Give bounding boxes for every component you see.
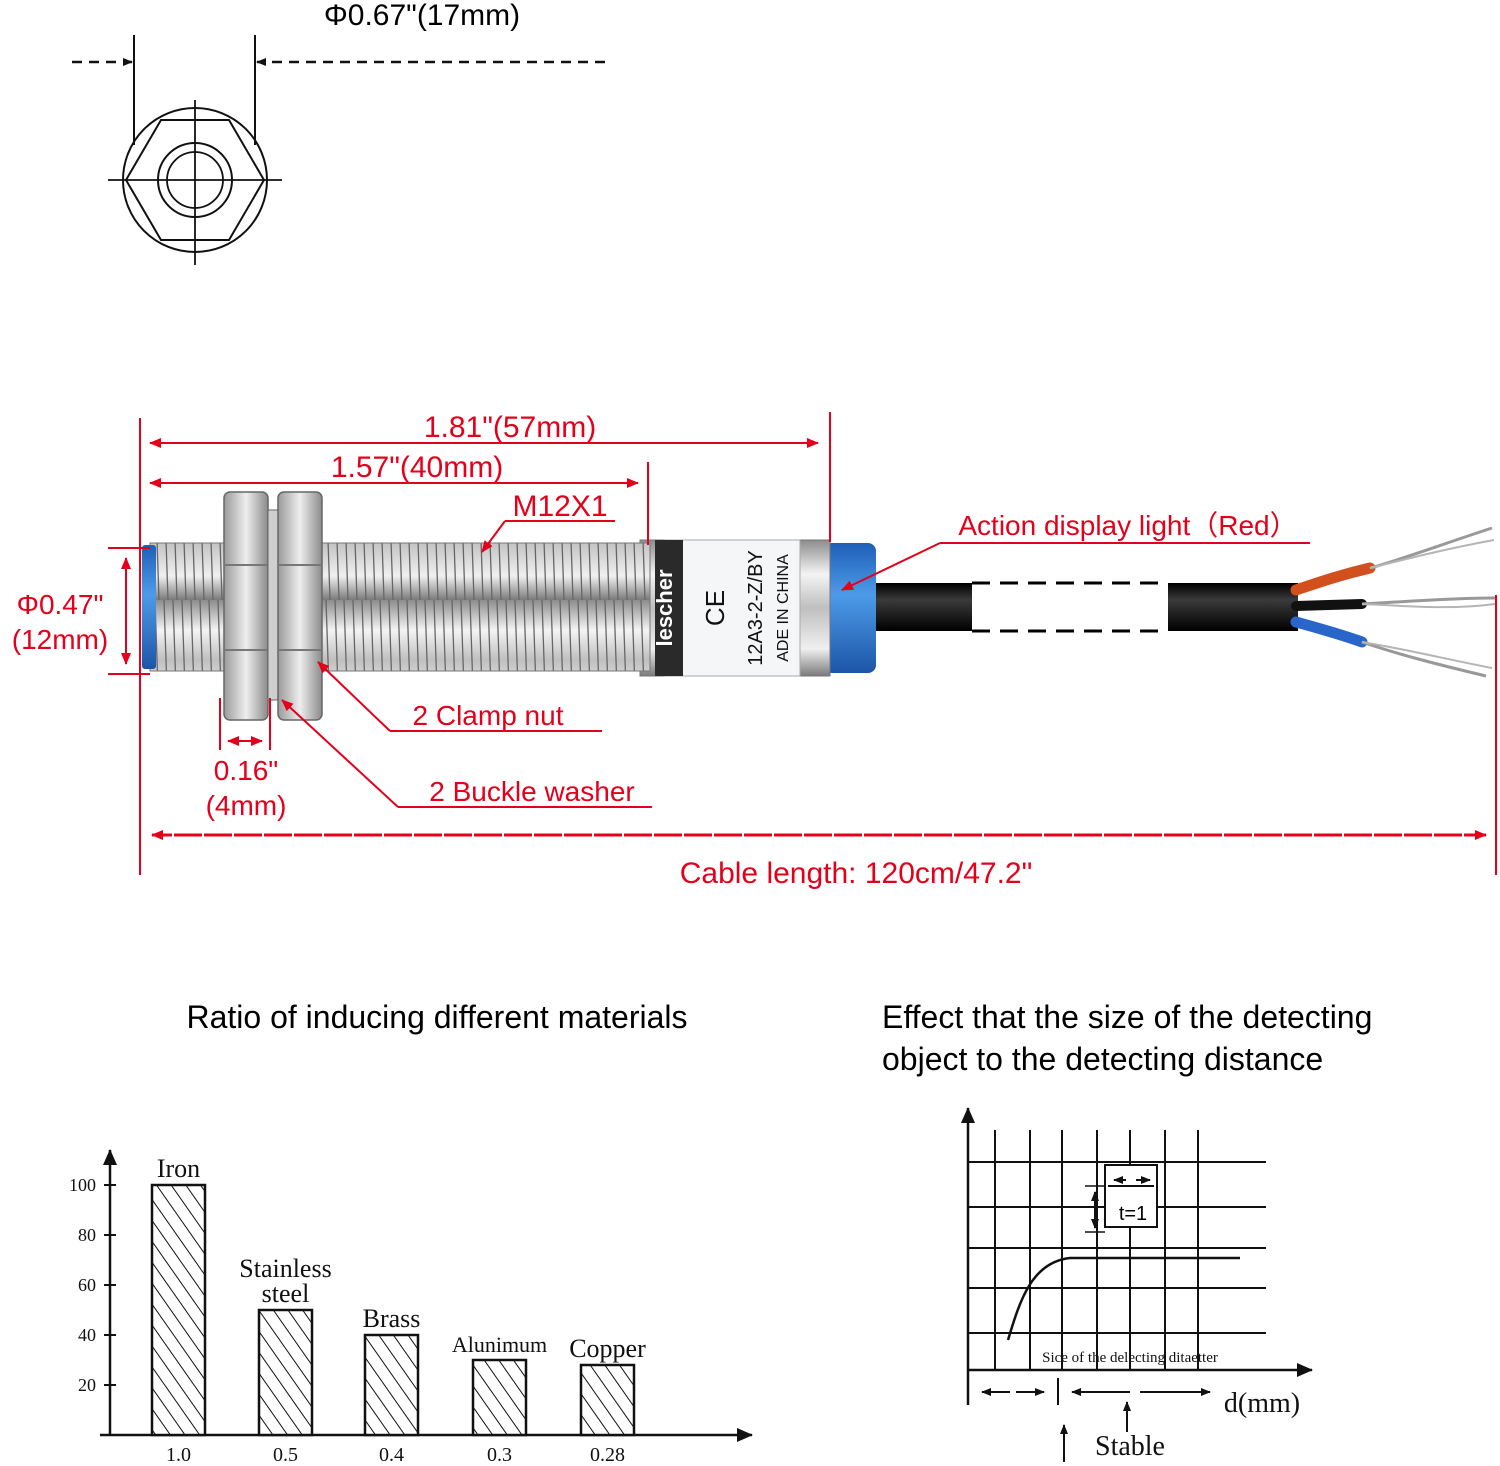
origin-text: ADE IN CHINA	[775, 554, 792, 662]
top-view-drawing: Φ0.67"(17mm)	[72, 0, 605, 265]
distance-curve	[1006, 1256, 1240, 1341]
dimension-lines	[108, 412, 1497, 875]
washer-width-line1: 0.16"	[214, 755, 278, 786]
action-light-label: Action display light（Red）	[958, 510, 1297, 541]
clamp-nut-label: 2 Clamp nut	[413, 700, 564, 731]
detecting-size-label: Sice of the delecting ditaetter	[1042, 1350, 1218, 1366]
dimension-labels: 1.81"(57mm) 1.57"(40mm) M12X1 Φ0.47" (12…	[12, 411, 1298, 890]
clamp-nut	[223, 491, 269, 721]
sensing-face	[142, 545, 156, 669]
x-axis-label: d(mm)	[1224, 1388, 1300, 1419]
bar-brass	[363, 1333, 420, 1437]
y-tick-label: 60	[78, 1275, 96, 1295]
bar-category-label: Alunimum	[452, 1332, 547, 1357]
diameter-label-line2: (12mm)	[12, 624, 108, 655]
top-diameter-label: Φ0.67"(17mm)	[324, 0, 520, 32]
stable-label: Stable	[1095, 1431, 1165, 1462]
ce-mark: CE	[700, 590, 730, 626]
ratio-label: 0.28	[590, 1444, 625, 1466]
materials-chart: Ratio of inducing different materials Ir…	[69, 999, 753, 1466]
distance-title-line2: object to the detecting distance	[882, 1041, 1323, 1077]
bar-category-label: steel	[262, 1279, 310, 1308]
y-tick-label: 80	[78, 1225, 96, 1245]
bar-category-label: Stainless	[239, 1254, 331, 1283]
distance-grid	[968, 1130, 1266, 1370]
clamp-nut	[277, 491, 323, 721]
cable-length-label: Cable length: 120cm/47.2"	[680, 857, 1033, 890]
model-text: 12A3-2-Z/BY	[745, 550, 767, 666]
cable-segment	[870, 583, 972, 631]
sensor-drawing: lescher CE 12A3-2-Z/BY ADE IN CHINA	[142, 491, 1496, 721]
materials-chart-title: Ratio of inducing different materials	[186, 999, 687, 1035]
distance-diagram: Effect that the size of the detecting ob…	[882, 999, 1372, 1462]
t-label: t=1	[1119, 1203, 1147, 1225]
washer-width-line2: (4mm)	[206, 790, 287, 821]
y-tick-label: 20	[78, 1375, 96, 1395]
bar-copper	[579, 1363, 636, 1437]
y-tick-label: 100	[69, 1175, 96, 1195]
y-tick-label: 40	[78, 1325, 96, 1345]
buckle-washer-label: 2 Buckle washer	[429, 776, 634, 807]
brand-text: lescher	[652, 569, 677, 646]
ratio-label: 1.0	[166, 1444, 191, 1466]
bar-category-label: Brass	[363, 1304, 421, 1333]
thread-spec-label: M12X1	[512, 490, 607, 523]
thread-length-label: 1.57"(40mm)	[331, 451, 503, 484]
distance-title-line1: Effect that the size of the detecting	[882, 999, 1372, 1035]
indicator-cap	[824, 543, 876, 673]
ratio-label: 0.3	[487, 1444, 512, 1466]
bar-iron	[150, 1183, 207, 1437]
total-length-label: 1.81"(57mm)	[424, 411, 596, 444]
diameter-label-line1: Φ0.47"	[17, 589, 104, 620]
bar-alunimum	[471, 1358, 528, 1437]
ratio-label: 0.4	[379, 1444, 404, 1466]
bar-category-label: Iron	[157, 1154, 200, 1183]
lead-wires	[1290, 526, 1496, 678]
buckle-washer	[267, 509, 279, 701]
bar-stainless-steel	[257, 1308, 314, 1437]
cable-segment	[1168, 583, 1298, 631]
bar-category-label: Copper	[569, 1334, 646, 1363]
ratio-label: 0.5	[273, 1444, 298, 1466]
